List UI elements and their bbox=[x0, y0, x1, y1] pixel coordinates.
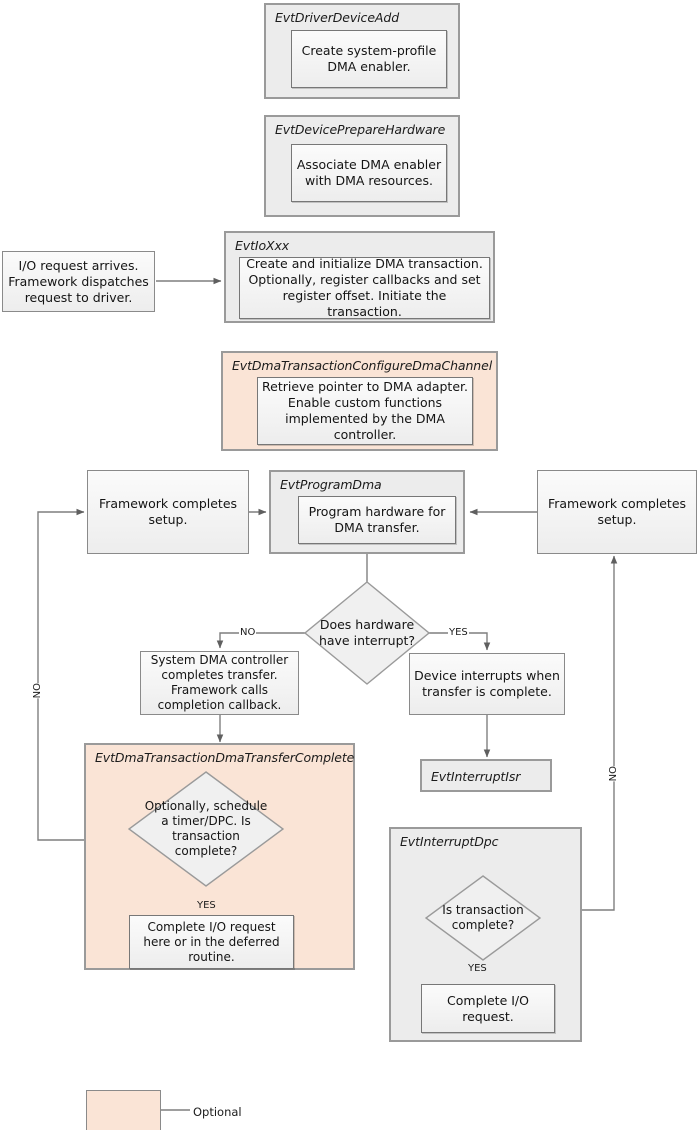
node-evt-io-xxx: EvtIoXxx Create and initialize DMA trans… bbox=[224, 231, 495, 323]
node-system-dma-controller: System DMA controller completes transfer… bbox=[140, 651, 299, 715]
container-title: EvtProgramDma bbox=[280, 477, 382, 492]
evt-interrupt-dpc-result: Complete I/O request. bbox=[421, 984, 555, 1033]
container-title: EvtInterruptIsr bbox=[431, 769, 521, 784]
container-title: EvtDriverDeviceAdd bbox=[275, 10, 400, 25]
decision-label: Optionally, schedule a timer/DPC. Is tra… bbox=[144, 799, 268, 858]
diamond-shape bbox=[425, 875, 541, 961]
node-evt-dma-transaction-dma-transfer-complete: EvtDmaTransactionDmaTransferComplete Opt… bbox=[84, 743, 355, 970]
evt-device-prepare-hardware-body: Associate DMA enabler with DMA resources… bbox=[291, 144, 447, 202]
node-evt-interrupt-dpc: EvtInterruptDpc Is transaction complete?… bbox=[389, 827, 582, 1042]
evt-program-dma-body: Program hardware for DMA transfer. bbox=[298, 496, 456, 544]
edge-label-transfer-complete-yes: YES bbox=[196, 900, 217, 911]
evt-io-xxx-body: Create and initialize DMA transaction. O… bbox=[239, 256, 490, 319]
diamond-shape bbox=[304, 581, 430, 685]
node-evt-dma-transaction-configure-dma-channel: EvtDmaTransactionConfigureDmaChannel Ret… bbox=[221, 351, 498, 451]
edge-label-interrupt-yes: YES bbox=[448, 627, 469, 638]
edge-label-transfer-complete-no: NO bbox=[31, 683, 44, 699]
node-evt-driver-device-add: EvtDriverDeviceAdd Create system-profile… bbox=[264, 3, 460, 99]
edge-label-dpc-yes: YES bbox=[467, 963, 488, 974]
container-title: EvtDmaTransactionConfigureDmaChannel bbox=[232, 358, 493, 373]
edge-label-interrupt-no: NO bbox=[239, 627, 257, 638]
decision-label: Does hardware have interrupt? bbox=[318, 617, 416, 648]
legend-optional-swatch bbox=[86, 1090, 161, 1130]
decision-is-transaction-complete-dpc: Is transaction complete? bbox=[425, 875, 541, 961]
evt-dma-transaction-configure-dma-channel-body: Retrieve pointer to DMA adapter. Enable … bbox=[257, 377, 473, 445]
container-title: EvtIoXxx bbox=[235, 238, 290, 253]
container-title: EvtDevicePrepareHardware bbox=[275, 122, 446, 137]
diamond-shape bbox=[128, 771, 284, 887]
node-evt-program-dma: EvtProgramDma Program hardware for DMA t… bbox=[269, 470, 465, 554]
container-title: EvtInterruptDpc bbox=[400, 834, 499, 849]
node-device-interrupts: Device interrupts when transfer is compl… bbox=[409, 653, 565, 715]
node-evt-interrupt-isr: EvtInterruptIsr bbox=[420, 759, 552, 792]
edge-label-dpc-no: NO bbox=[607, 766, 620, 782]
container-title: EvtDmaTransactionDmaTransferComplete bbox=[95, 750, 355, 765]
decision-label: Is transaction complete? bbox=[442, 903, 524, 932]
decision-is-transaction-complete-dma: Optionally, schedule a timer/DPC. Is tra… bbox=[128, 771, 284, 887]
node-framework-completes-setup-right: Framework completes setup. bbox=[537, 470, 697, 554]
node-evt-device-prepare-hardware: EvtDevicePrepareHardware Associate DMA e… bbox=[264, 115, 460, 217]
decision-does-hardware-have-interrupt: Does hardware have interrupt? bbox=[304, 581, 430, 685]
evt-driver-device-add-body: Create system-profile DMA enabler. bbox=[291, 30, 447, 88]
legend-optional-label: Optional bbox=[193, 1105, 242, 1119]
evt-dma-transfer-complete-result: Complete I/O request here or in the defe… bbox=[129, 915, 294, 969]
node-io-request-arrives: I/O request arrives. Framework dispatche… bbox=[2, 251, 155, 312]
node-framework-completes-setup-left: Framework completes setup. bbox=[87, 470, 249, 554]
